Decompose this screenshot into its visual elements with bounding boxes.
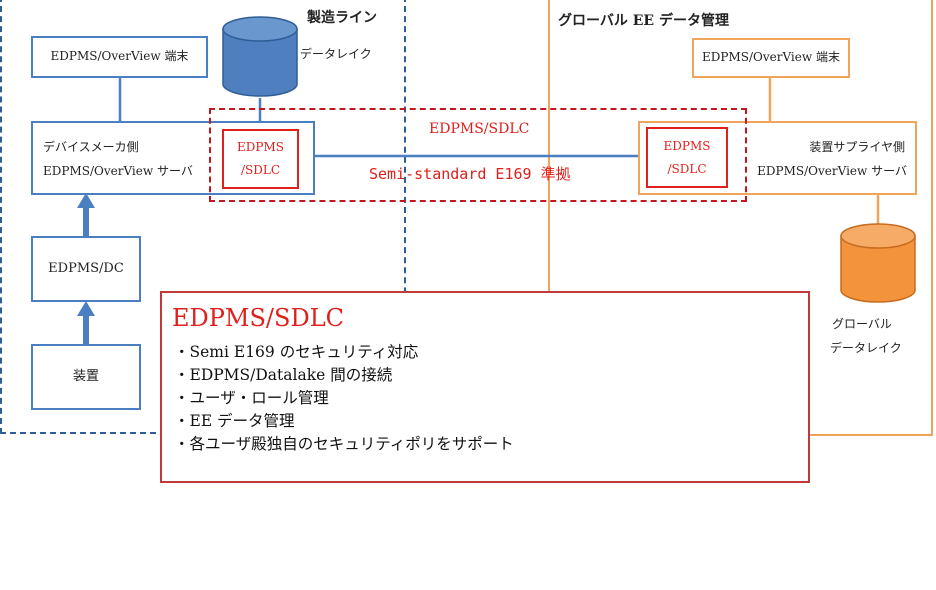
- fab-datalake-cylinder: [222, 16, 298, 97]
- fab-terminal-box: EDPMS/OverView 端末: [31, 36, 208, 78]
- info-title: EDPMS/SDLC: [172, 304, 344, 332]
- global-sdlc-box: EDPMS /SDLC: [646, 127, 728, 188]
- fab-server-label-1: デバイスメーカ側: [43, 140, 139, 154]
- fab-terminal-label: EDPMS/OverView 端末: [50, 49, 189, 64]
- info-item: ・EDPMS/Datalake 間の接続: [174, 366, 393, 384]
- global-region-label: グローバル EE データ管理: [558, 13, 729, 29]
- global-datalake-cylinder: [840, 223, 916, 303]
- global-server-label-1: 装置サプライヤ側: [809, 140, 905, 154]
- fab-sdlc-line1: EDPMS: [237, 140, 284, 154]
- equip-dc-arrowhead: [77, 301, 95, 316]
- global-terminal-box: EDPMS/OverView 端末: [692, 38, 850, 78]
- info-box: EDPMS/SDLC ・Semi E169 のセキュリティ対応 ・EDPMS/D…: [160, 291, 810, 483]
- info-item: ・ユーザ・ロール管理: [174, 389, 329, 407]
- global-datalake-label-1: グローバル: [832, 317, 892, 331]
- info-item: ・Semi E169 のセキュリティ対応: [174, 343, 419, 361]
- global-sdlc-line1: EDPMS: [663, 139, 711, 153]
- dc-server-arrowhead: [77, 193, 95, 208]
- global-server-label-2: EDPMS/OverView サーバ: [757, 164, 907, 178]
- info-item: ・各ユーザ殿独自のセキュリティポリをサポート: [174, 435, 514, 453]
- sdlc-link-standard: Semi-standard E169 準拠: [369, 165, 571, 183]
- info-list: ・Semi E169 のセキュリティ対応 ・EDPMS/Datalake 間の接…: [174, 341, 514, 456]
- equipment-label: 装置: [72, 368, 99, 384]
- dc-box: EDPMS/DC: [31, 236, 141, 302]
- dc-label: EDPMS/DC: [48, 260, 124, 276]
- info-item: ・EE データ管理: [174, 412, 295, 430]
- fab-sdlc-box: EDPMS /SDLC: [222, 129, 299, 189]
- fab-server-label-2: EDPMS/OverView サーバ: [43, 164, 193, 178]
- global-sdlc-line2: /SDLC: [667, 162, 707, 176]
- sdlc-link-region: [209, 108, 747, 202]
- global-datalake-label-2: データレイク: [830, 341, 902, 355]
- fab-region-label: 製造ライン: [307, 10, 377, 26]
- sdlc-link-title: EDPMS/SDLC: [429, 121, 530, 137]
- fab-sdlc-line2: /SDLC: [240, 163, 281, 177]
- fab-datalake-label: データレイク: [300, 47, 372, 61]
- global-terminal-label: EDPMS/OverView 端末: [702, 50, 840, 65]
- equipment-box: 装置: [31, 344, 141, 410]
